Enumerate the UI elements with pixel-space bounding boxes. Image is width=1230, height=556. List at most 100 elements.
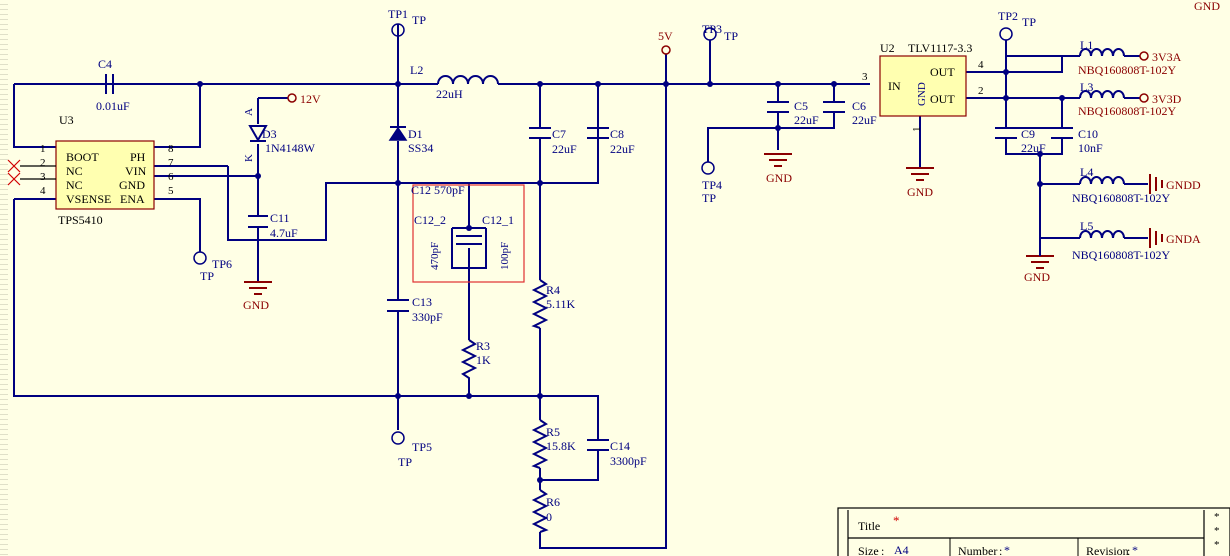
l3-value: NBQ160808T-102Y (1078, 104, 1177, 118)
tp4-value: TP (702, 191, 716, 205)
tp6-testpoint[interactable]: TP6 TP (193, 251, 232, 283)
c10-ref: C10 (1078, 127, 1098, 141)
title-block: Title * Size : A4 Number : * Revision : … (837, 507, 1230, 556)
r5-value: 15.8K (546, 439, 576, 453)
d1-value: SS34 (408, 141, 433, 155)
c13-value: 330pF (412, 310, 443, 324)
l3-ref: L3 (1080, 80, 1093, 94)
title-value: * (893, 513, 900, 528)
u2-pin1: 1 (911, 127, 923, 133)
tp3-testpoint[interactable]: TP3 TP (702, 22, 738, 43)
tp5-value: TP (398, 455, 412, 469)
tp2-testpoint[interactable]: TP2 TP (998, 9, 1036, 41)
revision-value: * (1132, 543, 1138, 556)
c8-capacitor[interactable]: C8 22uF (587, 127, 635, 156)
l5-value: NBQ160808T-102Y (1072, 248, 1171, 262)
c12-1-value: 100pF (499, 242, 511, 270)
size-value: A4 (894, 543, 909, 556)
r4-value: 5.11K (546, 297, 576, 311)
u3-pin1-num: 1 (40, 143, 46, 155)
d3-value: 1N4148W (265, 141, 316, 155)
tp5-testpoint[interactable]: TP5 TP (391, 431, 432, 469)
tp4-testpoint[interactable]: TP4 TP (701, 161, 722, 205)
l1-value: NBQ160808T-102Y (1078, 63, 1177, 77)
l1-inductor[interactable]: L1 NBQ160808T-102Y 3V3A (1078, 38, 1182, 77)
d3-pin-k: K (243, 154, 255, 162)
u2-in: IN (888, 79, 901, 93)
r4-ref: R4 (546, 283, 560, 297)
u3-pin2-name: NC (66, 164, 83, 178)
svg-text::: : (999, 544, 1002, 556)
u2-out2: OUT (930, 92, 955, 106)
c9-ref: C9 (1021, 127, 1035, 141)
c9-capacitor[interactable]: C9 22uF (995, 127, 1046, 155)
r4-resistor[interactable]: R4 5.11K (531, 279, 576, 329)
d3-pin-a: A (243, 108, 255, 116)
net-gndd: GNDD (1166, 178, 1201, 192)
u3-tps5410[interactable]: U3 TPS5410 BOOT NC NC VSENSE PH VIN GND … (7, 113, 174, 227)
c14-capacitor[interactable]: C14 3300pF (587, 439, 647, 468)
l4-inductor[interactable]: L4 NBQ160808T-102Y GNDD (1072, 165, 1201, 205)
r6-ref: R6 (546, 495, 560, 509)
tp1-testpoint[interactable]: TP1 TP (388, 7, 426, 37)
c6-ref: C6 (852, 99, 866, 113)
c9-value: 22uF (1021, 141, 1046, 155)
r3-ref: R3 (476, 339, 490, 353)
svg-text::: : (881, 544, 884, 556)
c10-capacitor[interactable]: C10 10nF (1051, 127, 1103, 155)
title-label: Title (858, 519, 880, 533)
u2-gnd: GND (916, 82, 928, 106)
top-right-gnd-label: GND (1194, 0, 1220, 13)
side-mark-2: * (1214, 525, 1220, 537)
c7-capacitor[interactable]: C7 22uF (529, 127, 577, 156)
c6-capacitor[interactable]: C6 22uF (823, 99, 877, 127)
d1-diode[interactable]: D1 SS34 (388, 126, 433, 155)
c8-ref: C8 (610, 127, 624, 141)
no-connect-marks (7, 159, 21, 186)
gnd-symbol-3: GND (906, 167, 934, 199)
u3-pin5-num: 5 (168, 185, 174, 197)
c12-capacitor-group[interactable]: C12 570pF C12_2 C12_1 470pF 100pF (411, 183, 525, 283)
r5-ref: R5 (546, 425, 560, 439)
u3-pin5-name: ENA (120, 192, 145, 206)
u3-pin3-name: NC (66, 178, 83, 192)
tp4-ref: TP4 (702, 178, 722, 192)
number-label: Number (958, 544, 997, 556)
r6-resistor[interactable]: R6 0 (531, 489, 560, 533)
c5-ref: C5 (794, 99, 808, 113)
d3-diode[interactable]: D3 1N4148W A K (243, 108, 316, 162)
l5-inductor[interactable]: L5 NBQ160808T-102Y GNDA (1072, 219, 1201, 262)
tp6-value: TP (200, 269, 214, 283)
u2-pin3: 3 (862, 71, 868, 83)
c14-ref: C14 (610, 439, 630, 453)
r5-resistor[interactable]: R5 15.8K (531, 419, 576, 469)
net-5v: 5V (658, 29, 673, 55)
c14-value: 3300pF (610, 454, 647, 468)
svg-text:5V: 5V (658, 29, 673, 43)
u3-part: TPS5410 (58, 213, 103, 227)
d1-ref: D1 (408, 127, 423, 141)
c7-value: 22uF (552, 142, 577, 156)
c13-ref: C13 (412, 295, 432, 309)
r3-value: 1K (476, 353, 491, 367)
u3-pin7-name: VIN (125, 164, 147, 178)
u2-tlv1117[interactable]: U2 TLV1117-3.3 IN OUT OUT GND 3 4 2 1 (862, 41, 984, 132)
c4-ref: C4 (98, 57, 112, 71)
c13-capacitor[interactable]: C13 330pF (387, 295, 443, 324)
side-mark-1: * (1214, 511, 1220, 523)
c5-capacitor[interactable]: C5 22uF (767, 99, 819, 127)
gnd-symbol-2: GND (764, 153, 792, 185)
r3-resistor[interactable]: R3 1K (460, 339, 491, 382)
u2-out1: OUT (930, 65, 955, 79)
size-label: Size (858, 544, 879, 556)
u2-ref: U2 (880, 41, 895, 55)
c11-capacitor[interactable]: C11 4.7uF (248, 211, 298, 240)
u2-pin2: 2 (978, 85, 984, 97)
c4-capacitor[interactable]: C4 0.01uF (96, 57, 130, 113)
u3-ref: U3 (59, 113, 74, 127)
l4-ref: L4 (1080, 165, 1093, 179)
l2-inductor[interactable]: L2 22uH (410, 63, 499, 101)
c6-value: 22uF (852, 113, 877, 127)
tp3-ref: TP3 (702, 22, 722, 36)
l3-inductor[interactable]: L3 NBQ160808T-102Y 3V3D (1078, 80, 1182, 118)
